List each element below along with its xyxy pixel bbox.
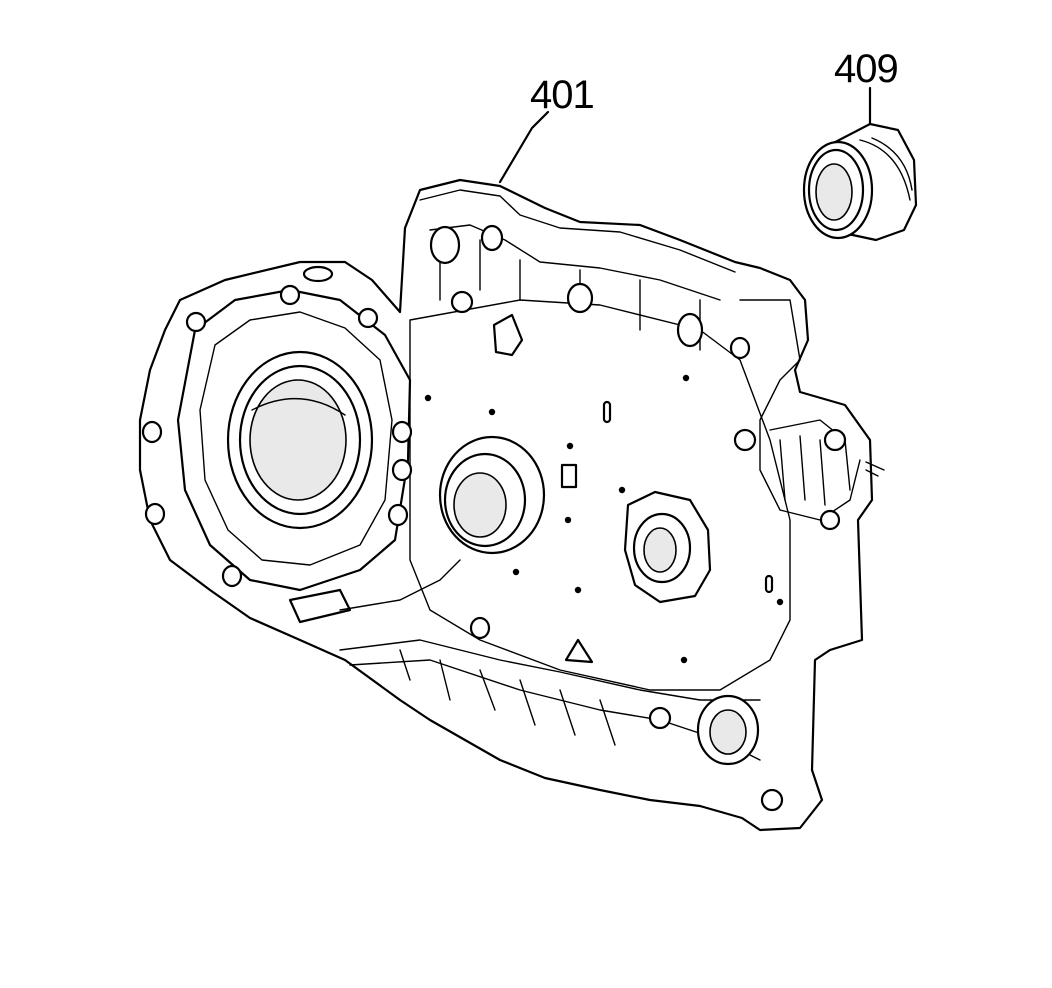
case-left-cavity [176, 288, 412, 592]
case-right-hole-2 [823, 428, 847, 452]
case-top-stud [450, 290, 474, 314]
case-right-hole-1 [733, 428, 757, 452]
callout-401: 401 [498, 73, 595, 184]
case-right-hole-4 [729, 336, 751, 360]
case-bottom-slot [288, 588, 352, 624]
case-plate-slot-1 [560, 463, 578, 489]
case-oil-tube [339, 559, 461, 611]
case-top-port-3 [566, 282, 594, 314]
case-bottom-ribs [339, 639, 761, 761]
case-dowel [564, 638, 594, 664]
case-plate-slot-2 [602, 400, 612, 424]
callout-409-label: 409 [834, 47, 898, 91]
seal-lip-inner [815, 163, 853, 221]
callout-401-leader [498, 110, 550, 184]
case-plate-dots [424, 374, 784, 664]
callout-409: 409 [834, 47, 899, 126]
case-lower-hole-2 [760, 788, 784, 812]
case-bottom-stud [469, 616, 491, 640]
case-left-inner-rim [199, 311, 393, 566]
case-top-lug [492, 313, 524, 357]
case-top-port-4 [676, 312, 704, 348]
case-right-wire [865, 461, 885, 477]
case-lower-right-bore-inner [709, 709, 747, 755]
case-right-boss-ring [632, 512, 692, 584]
case-main-bore-edge [251, 397, 346, 416]
callout-401-label: 401 [530, 73, 594, 117]
seal-illustration [802, 122, 918, 242]
case-lower-hole-1 [648, 706, 672, 730]
case-main-bore-ring [238, 364, 362, 516]
transmission-case-illustration [138, 178, 885, 832]
case-right-hole-3 [819, 509, 841, 531]
case-center-bore-inner [453, 472, 507, 538]
case-plate-slot-3 [764, 574, 774, 594]
case-center-plate [409, 299, 791, 691]
seal-lip-outer [807, 148, 865, 232]
case-top-port-2 [480, 224, 504, 252]
case-bolt-holes [141, 265, 413, 588]
case-right-boss-inner [643, 527, 677, 573]
seal-ribs [859, 137, 913, 201]
case-top-port-1 [429, 225, 461, 265]
case-main-bore-inner [249, 379, 347, 501]
case-center-bore-ring [443, 452, 527, 548]
